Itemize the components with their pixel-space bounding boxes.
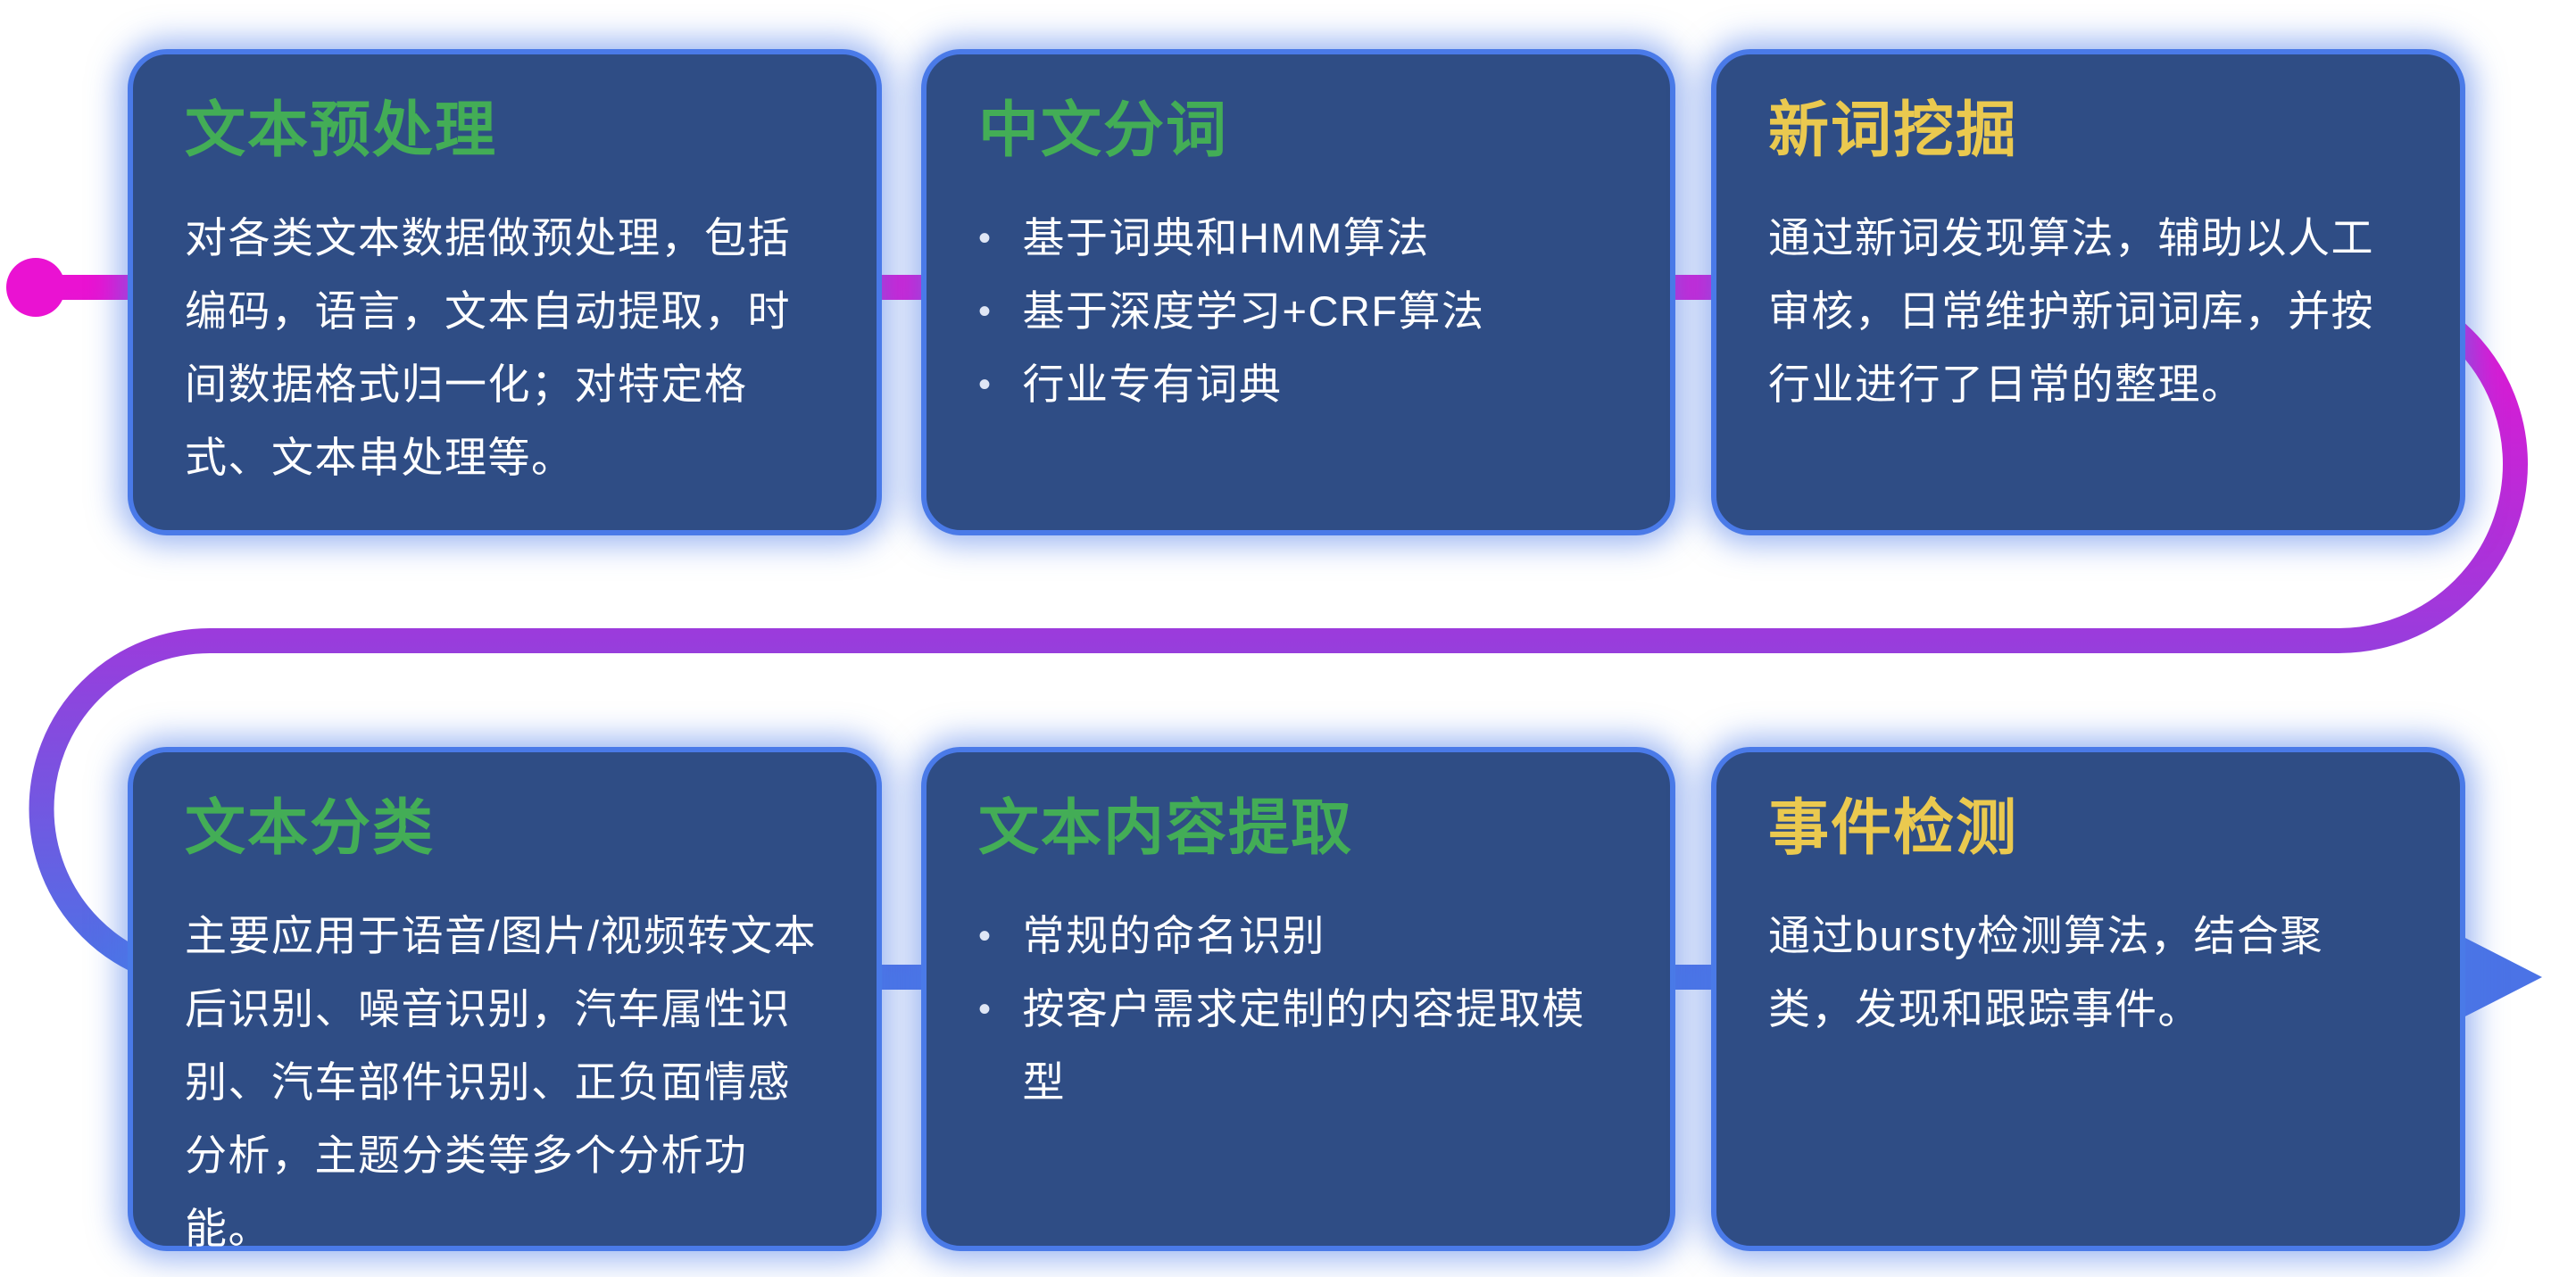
bullet-icon: • (978, 218, 993, 258)
card-title: 文本内容提取 (978, 794, 1354, 862)
bullet-text: 常规的命名识别 (1022, 911, 1326, 959)
list-item: • 基于深度学习+CRF算法 (978, 275, 1618, 348)
card-title: 中文分词 (978, 96, 1229, 164)
bullet-text: 行业专有词典 (1022, 360, 1283, 408)
card-bullet-list: • 常规的命名识别 • 按客户需求定制的内容提取模型 (978, 900, 1618, 1119)
list-item: • 常规的命名识别 (978, 900, 1618, 973)
card-event-detection: 事件检测 通过bursty检测算法，结合聚类，发现和跟踪事件。 (1711, 747, 2465, 1251)
card-title: 文本预处理 (185, 96, 498, 164)
card-body: 主要应用于语音/图片/视频转文本后识别、噪音识别，汽车属性识别、汽车部件识别、正… (185, 911, 818, 1252)
card-chinese-word-segmentation: 中文分词 • 基于词典和HMM算法 • 基于深度学习+CRF算法 • 行业专有词… (921, 49, 1675, 535)
list-item: • 按客户需求定制的内容提取模型 (978, 973, 1618, 1119)
card-bullet-list: • 基于词典和HMM算法 • 基于深度学习+CRF算法 • 行业专有词典 (978, 202, 1618, 421)
bullet-text: 按客户需求定制的内容提取模型 (1022, 984, 1586, 1106)
card-title: 文本分类 (185, 794, 436, 862)
flow-start-dot-icon (6, 258, 65, 317)
bullet-text: 基于深度学习+CRF算法 (1022, 286, 1485, 335)
bullet-icon: • (978, 916, 993, 956)
card-body: 通过新词发现算法，辅助以人工审核，日常维护新词词库，并按行业进行了日常的整理。 (1768, 213, 2374, 408)
list-item: • 基于词典和HMM算法 (978, 202, 1618, 275)
flow-arrowhead-icon (2458, 934, 2542, 1020)
card-body: 通过bursty检测算法，结合聚类，发现和跟踪事件。 (1768, 911, 2323, 1032)
bullet-icon: • (978, 989, 993, 1029)
card-new-word-mining: 新词挖掘 通过新词发现算法，辅助以人工审核，日常维护新词词库，并按行业进行了日常… (1711, 49, 2465, 535)
bullet-icon: • (978, 291, 993, 331)
bullet-icon: • (978, 364, 993, 404)
card-title: 事件检测 (1768, 794, 2019, 862)
list-item: • 行业专有词典 (978, 348, 1618, 421)
card-text-classification: 文本分类 主要应用于语音/图片/视频转文本后识别、噪音识别，汽车属性识别、汽车部… (128, 747, 882, 1252)
card-title: 新词挖掘 (1768, 96, 2019, 164)
bullet-text: 基于词典和HMM算法 (1022, 213, 1430, 261)
card-text-content-extraction: 文本内容提取 • 常规的命名识别 • 按客户需求定制的内容提取模型 (921, 747, 1675, 1251)
flow-path (29, 275, 2528, 990)
card-body: 对各类文本数据做预处理，包括编码，语言，文本自动提取，时间数据格式归一化；对特定… (185, 213, 791, 481)
card-text-preprocessing: 文本预处理 对各类文本数据做预处理，包括编码，语言，文本自动提取，时间数据格式归… (128, 49, 882, 535)
